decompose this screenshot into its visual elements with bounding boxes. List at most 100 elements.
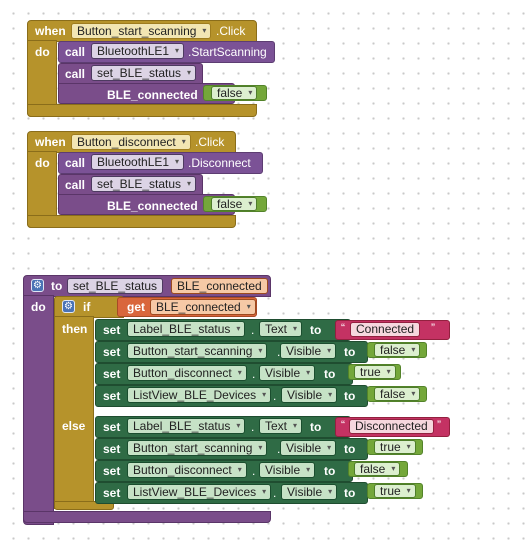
component-dropdown[interactable]: BluetoothLE1▾ (91, 43, 185, 59)
chevron-down-icon: ▾ (181, 137, 186, 146)
chevron-down-icon: ▾ (327, 346, 332, 355)
bool-dropdown[interactable]: false▾ (211, 86, 258, 100)
component-dropdown[interactable]: Button_disconnect ▾ (71, 134, 191, 150)
event-name: .Click (195, 135, 225, 149)
chevron-down-icon: ▾ (328, 487, 333, 496)
chevron-down-icon: ▾ (248, 199, 253, 208)
gear-icon[interactable]: ⚙ (62, 300, 75, 313)
to-keyword: to (324, 464, 336, 478)
parameter-field[interactable]: BLE_connected (171, 278, 268, 294)
chevron-down-icon: ▾ (406, 486, 411, 495)
dot-separator: . (252, 464, 256, 478)
get-keyword: get (127, 300, 145, 314)
chevron-down-icon: ▾ (248, 88, 253, 97)
procedure-dropdown[interactable]: set_BLE_status▾ (91, 176, 197, 192)
dot-separator: . (273, 389, 277, 403)
component-dropdown[interactable]: Label_BLE_status▾ (127, 418, 246, 434)
call-keyword: call (65, 45, 86, 59)
component-dropdown[interactable]: ListView_BLE_Devices▾ (127, 484, 272, 500)
procedure-name-field[interactable]: set_BLE_status (67, 278, 164, 294)
quote-close: ” (431, 321, 435, 335)
if-keyword: if (83, 300, 91, 314)
chevron-down-icon: ▾ (411, 345, 416, 354)
property-dropdown[interactable]: Visible▾ (280, 343, 337, 359)
call-keyword: call (65, 156, 86, 170)
chevron-down-icon: ▾ (328, 390, 333, 399)
set-keyword: set (103, 389, 121, 403)
else-keyword: else (62, 419, 86, 433)
component-dropdown[interactable]: ListView_BLE_Devices▾ (127, 387, 272, 403)
when-keyword: when (35, 135, 66, 149)
property-dropdown[interactable]: Visible▾ (280, 440, 337, 456)
dot-separator: . (251, 420, 255, 434)
property-dropdown[interactable]: Text▾ (259, 321, 303, 337)
chevron-down-icon: ▾ (246, 302, 251, 311)
dot-separator: . (277, 442, 281, 456)
chevron-down-icon: ▾ (258, 346, 263, 355)
event-block-start-scanning[interactable]: when Button_start_scanning▾ .Click do ca… (27, 20, 275, 117)
to-keyword: to (51, 279, 63, 293)
component-dropdown[interactable]: Button_start_scanning▾ (127, 440, 268, 456)
chevron-down-icon: ▾ (175, 157, 180, 166)
set-keyword: set (103, 486, 121, 500)
to-keyword: to (344, 486, 356, 500)
chevron-down-icon: ▾ (202, 26, 207, 35)
component-dropdown[interactable]: Label_BLE_status▾ (127, 321, 246, 337)
chevron-down-icon: ▾ (187, 179, 192, 188)
text-value-field[interactable]: Disconnected (349, 419, 434, 434)
property-dropdown[interactable]: Text▾ (259, 418, 303, 434)
chevron-down-icon: ▾ (236, 421, 241, 430)
quote-close: ” (437, 418, 441, 432)
chevron-down-icon: ▾ (236, 324, 241, 333)
to-keyword: to (324, 367, 336, 381)
bool-dropdown[interactable]: true▾ (374, 440, 416, 454)
chevron-down-icon: ▾ (175, 46, 180, 55)
component-dropdown[interactable]: BluetoothLE1▾ (91, 154, 185, 170)
dot-separator: . (277, 345, 281, 359)
event-block-disconnect[interactable]: when Button_disconnect▾ .Click do call B… (27, 131, 267, 228)
component-name: Button_start_scanning (77, 24, 197, 38)
property-dropdown[interactable]: Visible▾ (259, 365, 316, 381)
call-keyword: call (65, 67, 86, 81)
to-keyword: to (310, 420, 322, 434)
procedure-dropdown[interactable]: set_BLE_status▾ (91, 65, 197, 81)
arg-label: BLE_connected (107, 199, 198, 213)
set-keyword: set (103, 420, 121, 434)
dot-separator: . (273, 486, 277, 500)
chevron-down-icon: ▾ (411, 389, 416, 398)
bool-dropdown[interactable]: true▾ (354, 365, 396, 379)
property-dropdown[interactable]: Visible▾ (281, 387, 338, 403)
procedure-block-set-ble-status[interactable]: ⚙ to set_BLE_status BLE_connected do ⚙ i… (23, 275, 453, 525)
bool-dropdown[interactable]: false▾ (354, 462, 401, 476)
text-value-field[interactable]: Connected (350, 322, 421, 337)
component-dropdown[interactable]: Button_disconnect▾ (127, 462, 247, 478)
chevron-down-icon: ▾ (262, 390, 267, 399)
component-dropdown[interactable]: Button_disconnect▾ (127, 365, 247, 381)
chevron-down-icon: ▾ (306, 465, 311, 474)
property-dropdown[interactable]: Visible▾ (281, 484, 338, 500)
chevron-down-icon: ▾ (386, 367, 391, 376)
chevron-down-icon: ▾ (293, 421, 298, 430)
component-dropdown[interactable]: Button_start_scanning▾ (127, 343, 268, 359)
component-name: Button_disconnect (77, 135, 176, 149)
bool-dropdown[interactable]: true▾ (374, 484, 416, 498)
property-dropdown[interactable]: Visible▾ (259, 462, 316, 478)
set-keyword: set (103, 442, 121, 456)
component-dropdown[interactable]: Button_start_scanning ▾ (71, 23, 212, 39)
chevron-down-icon: ▾ (327, 443, 332, 452)
gear-icon[interactable]: ⚙ (31, 279, 44, 292)
bool-dropdown[interactable]: false▾ (211, 197, 258, 211)
method-name: .StartScanning (188, 45, 267, 59)
to-keyword: to (310, 323, 322, 337)
chevron-down-icon: ▾ (293, 324, 298, 333)
set-keyword: set (103, 464, 121, 478)
quote-open: “ (341, 418, 345, 432)
chevron-down-icon: ▾ (391, 464, 396, 473)
then-keyword: then (62, 322, 88, 336)
quote-open: “ (341, 321, 345, 335)
arg-label: BLE_connected (107, 88, 198, 102)
variable-dropdown[interactable]: BLE_connected▾ (150, 299, 256, 315)
bool-dropdown[interactable]: false▾ (374, 387, 421, 401)
chevron-down-icon: ▾ (258, 443, 263, 452)
bool-dropdown[interactable]: false▾ (374, 343, 421, 357)
